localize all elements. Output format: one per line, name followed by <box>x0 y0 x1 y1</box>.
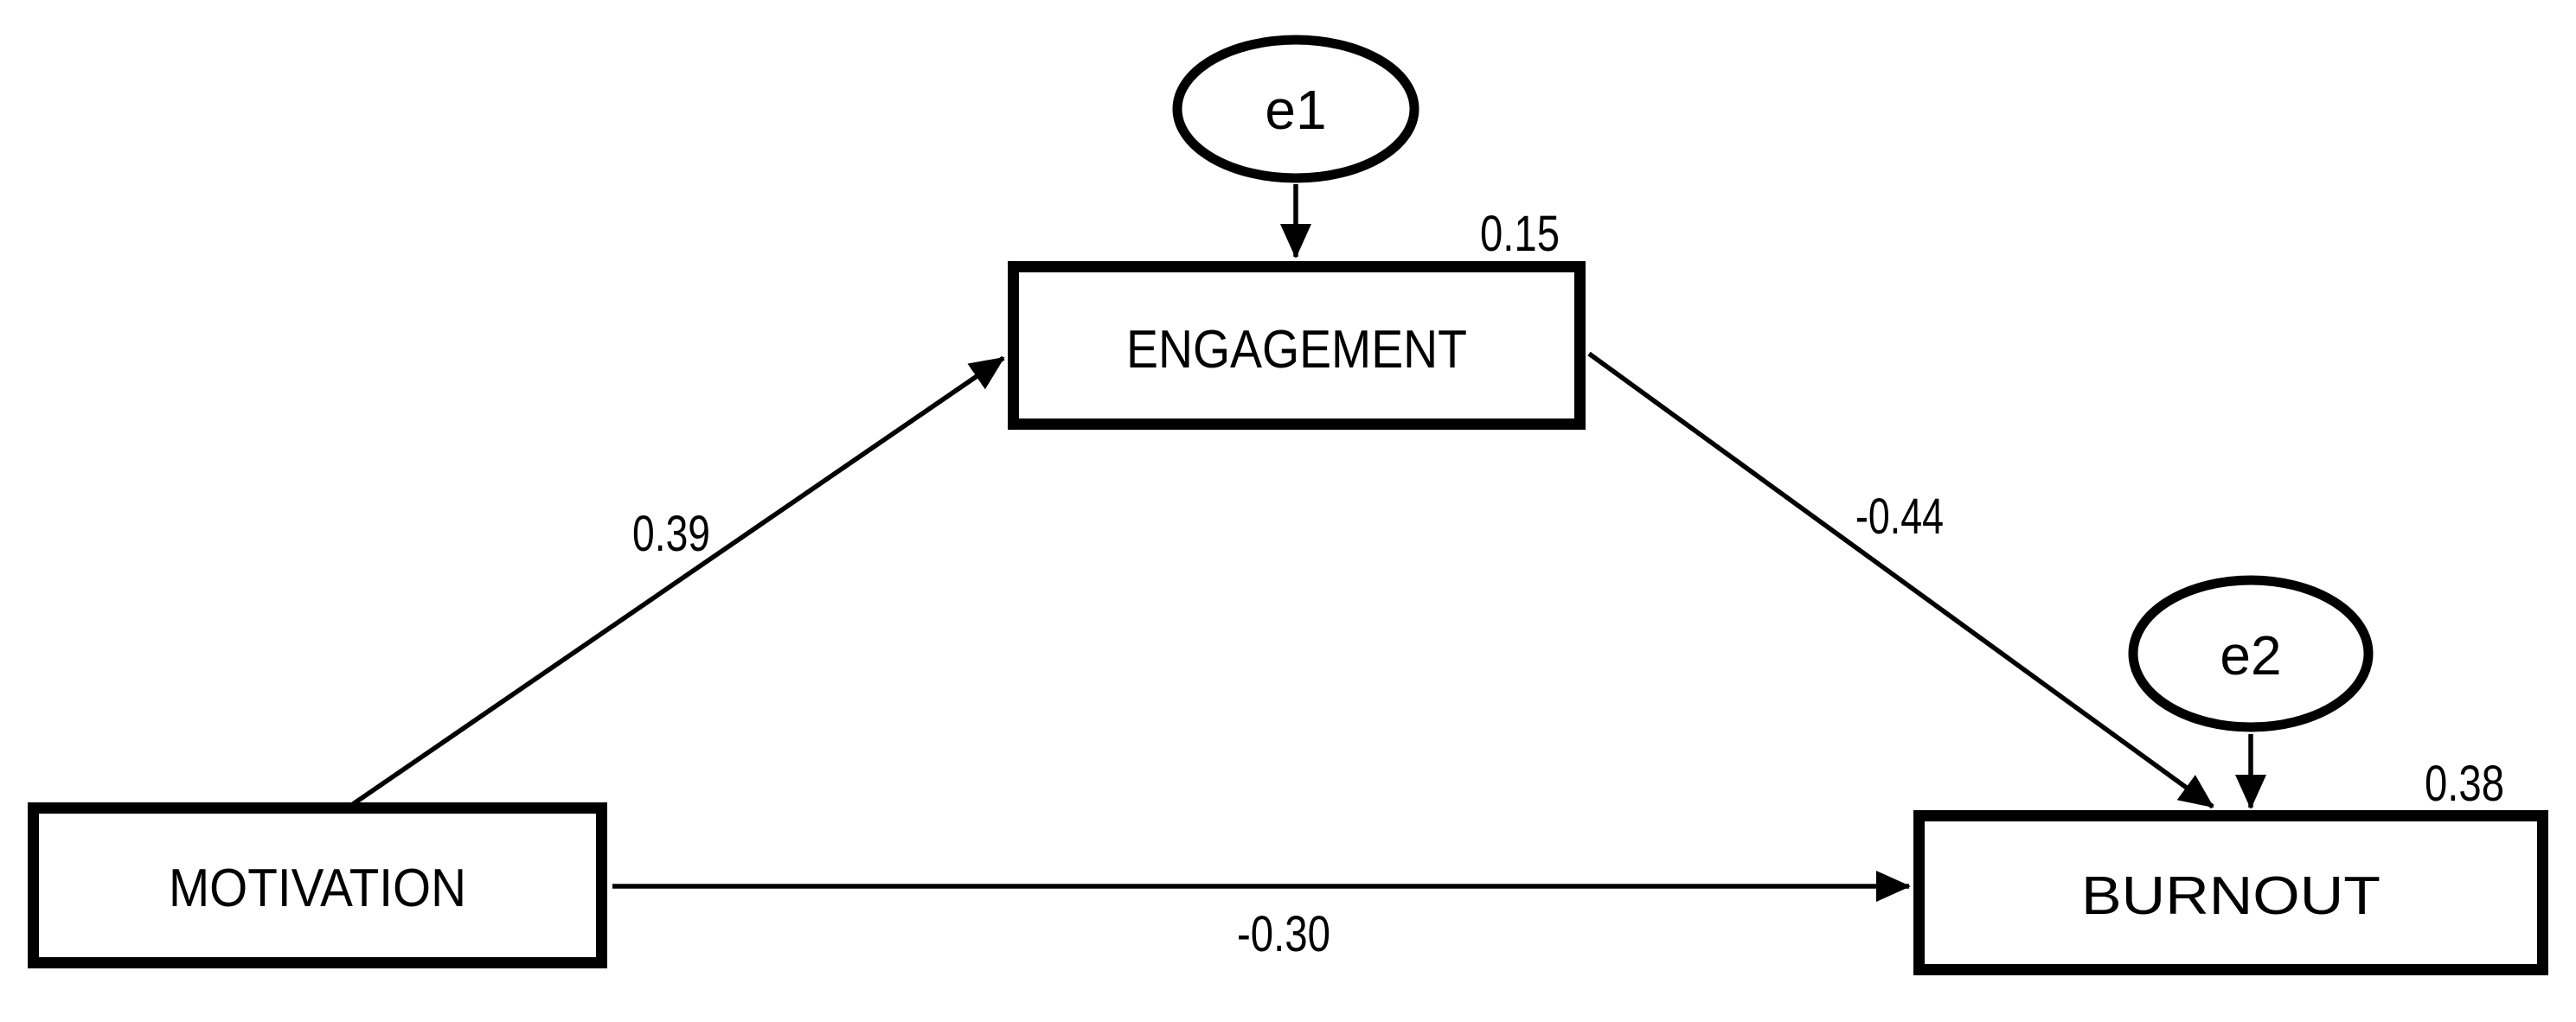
error1-label: e1 <box>1265 79 1326 141</box>
coefficient-engagement-burnout: -0.44 <box>1855 489 1944 545</box>
error2-label: e2 <box>2220 624 2281 687</box>
error1-ellipse <box>1172 35 1419 183</box>
coefficient-motivation-engagement: 0.39 <box>632 506 710 562</box>
burnout-label: BURNOUT <box>2081 866 2381 926</box>
engagement-box <box>1008 261 1586 430</box>
motivation-label: MOTIVATION <box>169 859 466 918</box>
error2-ellipse <box>2128 575 2374 732</box>
motivation-box <box>28 802 607 968</box>
burnout-box <box>1913 810 2548 975</box>
coefficient-motivation-burnout: -0.30 <box>1237 906 1330 962</box>
path-engagement-to-burnout-arrow <box>1587 351 2214 809</box>
engagement-variance-label: 0.15 <box>1480 206 1560 262</box>
burnout-variance-label: 0.38 <box>2425 756 2504 812</box>
engagement-label: ENGAGEMENT <box>1126 320 1467 380</box>
path-motivation-to-engagement-arrow <box>351 355 1005 807</box>
